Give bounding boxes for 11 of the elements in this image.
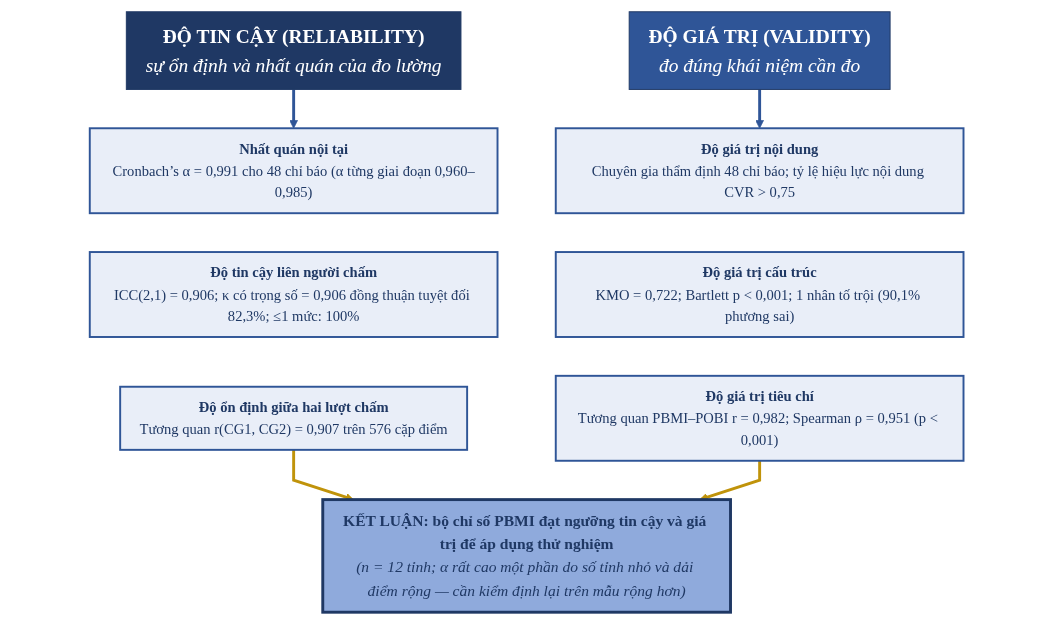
arrow [289, 89, 298, 129]
node-box: Độ giá trị cấu trúc KMO = 0,722; Bartlett p < 0,001; 1 nhân tố trội (90,1% phương sai) [554, 251, 965, 338]
node-box: Độ giá trị tiêu chí Tương quan PBMI–POBI r = 0,982; Spearman ρ = 0,951 (p < 0,001) [554, 374, 965, 462]
node-box: Nhất quán nội tại Cronbach’s α = 0,991 cho 48 chỉ báo (α từng giai đoạn 0,960–0,985) [88, 127, 499, 215]
node-box: Độ tin cậy liên người chấm ICC(2,1) = 0,906; κ có trọng số = 0,906 đồng thuận tuyệt đối 82,3%; ≤1 mức: 100% [88, 251, 499, 338]
node-box: KẾT LUẬN: bộ chỉ số PBMI đạt ngưỡng tin cậy và giá trị để áp dụng thử nghiệm (n = 12 tỉnh; α rất cao một phần do số tỉnh nhỏ và dải điểm rộng — cần kiểm định lại trên mẫu rộng hơn) [321, 498, 732, 614]
node-box: Độ giá trị nội dung Chuyên gia thẩm định 48 chỉ báo; tỷ lệ hiệu lực nội dung CVR > 0,75 [554, 127, 965, 215]
arrow [755, 89, 764, 129]
node-box: Độ ổn định giữa hai lượt chấm Tương quan r(CG1, CG2) = 0,907 trên 576 cặp điểm [119, 385, 468, 451]
node-box: ĐỘ TIN CẬY (RELIABILITY) sự ổn định và nhất quán của đo lường [125, 11, 462, 90]
node-box: ĐỘ GIÁ TRỊ (VALIDITY) đo đúng khái niệm cần đo [628, 11, 891, 90]
